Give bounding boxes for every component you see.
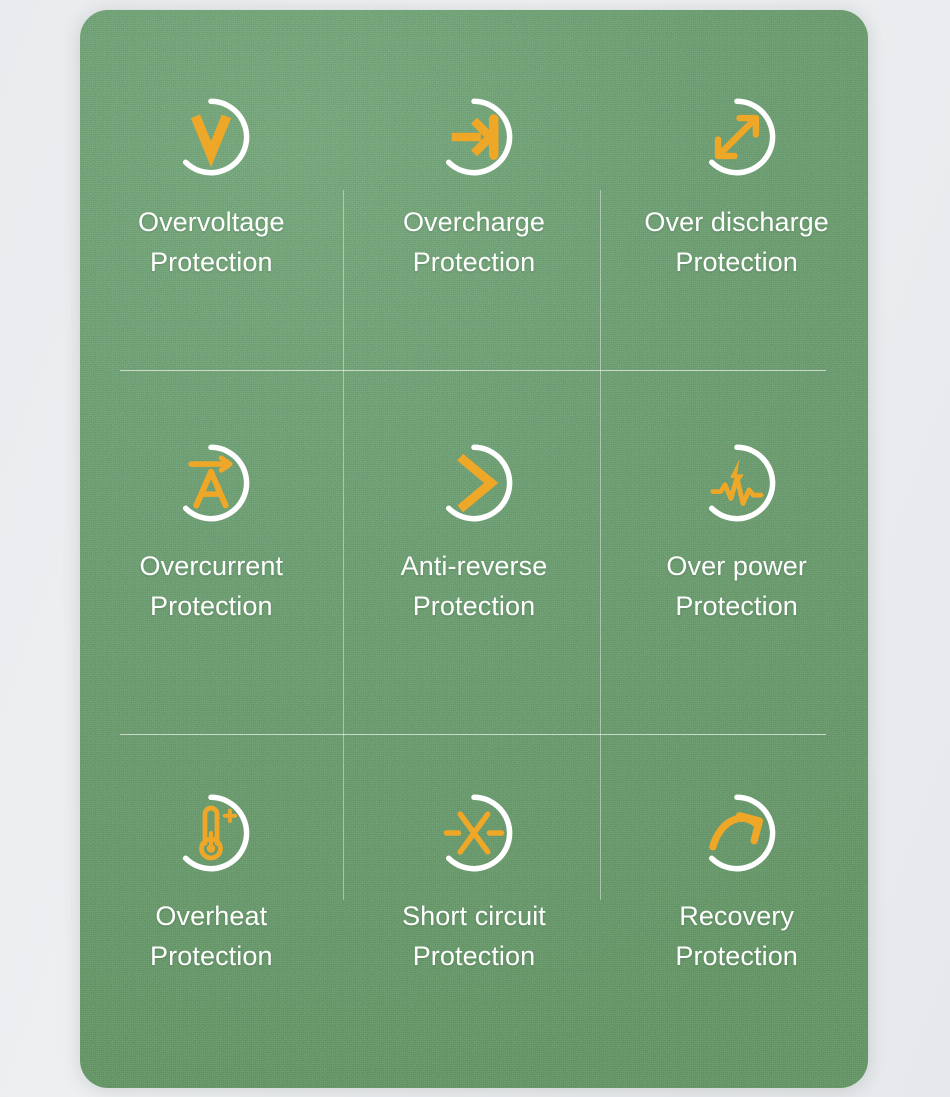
- feature-cell-overvoltage[interactable]: Overvoltage Protection: [80, 10, 343, 360]
- diagonal-double-arrow-icon: [708, 98, 775, 176]
- feature-cell-over-power[interactable]: Over power Protection: [605, 360, 868, 710]
- protection-features-card: Overvoltage Protection Overcharge Protec…: [80, 10, 868, 1088]
- curved-arrow-right-icon: [708, 794, 775, 872]
- feature-grid: Overvoltage Protection Overcharge Protec…: [80, 10, 868, 1088]
- feature-cell-short-circuit[interactable]: Short circuit Protection: [343, 710, 606, 1088]
- feature-label-overcharge: Overcharge Protection: [402, 207, 546, 277]
- chevron-right-icon: [445, 444, 513, 522]
- feature-label-over-discharge: Over discharge Protection: [644, 207, 829, 277]
- feature-label-short-circuit: Short circuit Protection: [402, 901, 546, 971]
- feature-label-recovery: Recovery Protection: [675, 901, 798, 971]
- thermometer-plus-icon: [183, 794, 250, 872]
- feature-label-overcurrent: Overcurrent Protection: [139, 551, 284, 621]
- feature-label-anti-reverse: Anti-reverse Protection: [400, 551, 548, 621]
- feature-cell-overheat[interactable]: Overheat Protection: [80, 710, 343, 1088]
- feature-cell-overcurrent[interactable]: Overcurrent Protection: [80, 360, 343, 710]
- feature-label-over-power: Over power Protection: [666, 551, 807, 621]
- feature-cell-anti-reverse[interactable]: Anti-reverse Protection: [343, 360, 606, 710]
- waveform-bolt-icon: [708, 444, 775, 522]
- crossed-wire-x-icon: [443, 794, 513, 872]
- feature-label-overheat: Overheat Protection: [150, 901, 273, 971]
- feature-cell-recovery[interactable]: Recovery Protection: [605, 710, 868, 1088]
- ampere-a-arrow-icon: [183, 444, 250, 522]
- feature-cell-over-discharge[interactable]: Over discharge Protection: [605, 10, 868, 360]
- voltage-v-icon: [183, 98, 250, 176]
- arrow-into-bar-icon: [445, 98, 513, 176]
- feature-label-overvoltage: Overvoltage Protection: [137, 207, 285, 277]
- feature-cell-overcharge[interactable]: Overcharge Protection: [343, 10, 606, 360]
